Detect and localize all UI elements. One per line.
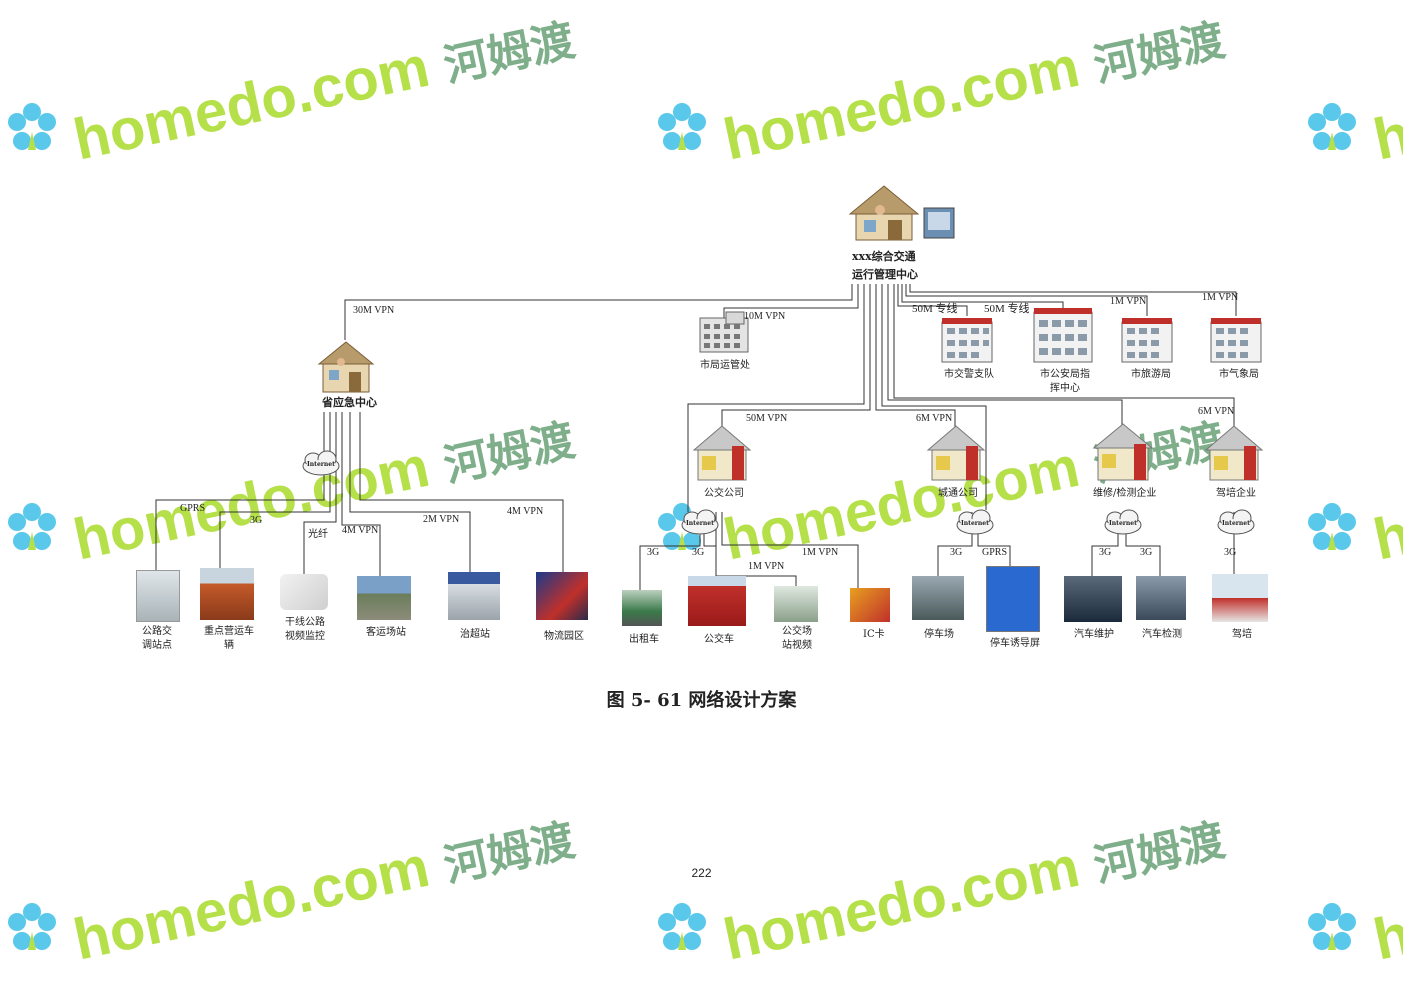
link-label: 1M VPN <box>1110 296 1147 307</box>
company-house-icon <box>692 425 752 481</box>
photo-cctv-camera <box>280 574 328 610</box>
page-number: 222 <box>691 866 712 880</box>
photo-vehicle-inspection <box>1136 576 1186 620</box>
photo-taxi <box>622 590 662 626</box>
internet-cloud-label: Internet <box>1222 520 1250 527</box>
internet-cloud-label: Internet <box>961 520 989 527</box>
link-label: 4M VPN <box>507 506 544 517</box>
photo-logistics-park <box>536 572 588 620</box>
company-house-icon <box>926 425 986 481</box>
link-label: 50M 专线 <box>912 303 958 315</box>
link-label: 50M VPN <box>746 413 788 424</box>
endpoint-label: 汽车检测 <box>1142 629 1182 640</box>
agency-building-icon <box>941 318 993 363</box>
photo-overload-station <box>448 572 500 620</box>
link-label: 6M VPN <box>1198 406 1235 417</box>
company-label: 驾培企业 <box>1216 488 1256 499</box>
link-label: 4M VPN <box>342 525 379 536</box>
province-building-icon <box>317 341 375 393</box>
endpoint-label: 治超站 <box>460 629 490 640</box>
link-label: 10M VPN <box>744 311 786 322</box>
endpoint-label: 出租车 <box>629 634 659 645</box>
photo-vehicle-maintenance <box>1064 576 1122 622</box>
agency-label: 市公安局指挥中心 <box>1040 369 1090 394</box>
photo-bus <box>688 576 746 626</box>
center-label-line2: 运行管理中心 <box>852 268 918 281</box>
endpoint-label: 公交车 <box>704 634 734 645</box>
link-label: 3G <box>1099 547 1112 558</box>
agency-label: 市气象局 <box>1219 369 1259 380</box>
city-ops-label: 市局运管处 <box>700 360 750 371</box>
link-label: 3G <box>250 515 263 526</box>
city-ops-building-icon <box>699 311 749 353</box>
agency-building-icon <box>1033 308 1093 363</box>
figure-caption: 图 5- 61 网络设计方案 <box>606 690 797 711</box>
photo-bus-yard-video <box>774 586 818 622</box>
center-building-icon <box>848 185 955 241</box>
link-label: GPRS <box>180 503 206 514</box>
photo-parking-guidance-screen <box>986 566 1040 632</box>
photo-parking-lot <box>912 576 964 620</box>
link-label: 光纤 <box>308 529 328 540</box>
photo-truck <box>200 568 254 620</box>
link-label: 3G <box>950 547 963 558</box>
link-label: 1M VPN <box>748 561 785 572</box>
endpoint-label: 驾培 <box>1232 629 1252 640</box>
endpoint-label: 停车场 <box>924 629 954 640</box>
endpoint-label: IC卡 <box>863 629 885 640</box>
link-label: GPRS <box>982 547 1008 558</box>
endpoint-label: 干线公路视频监控 <box>285 617 325 642</box>
link-label: 2M VPN <box>423 514 460 525</box>
company-label: 公交公司 <box>704 488 744 499</box>
center-label-line1: xxx综合交通 <box>852 250 916 263</box>
endpoint-label: 客运场站 <box>366 627 406 638</box>
endpoint-label: 公路交调站点 <box>142 626 172 651</box>
link-label: 1M VPN <box>1202 292 1239 303</box>
photo-bus-station <box>357 576 411 620</box>
endpoint-label: 重点营运车辆 <box>204 626 254 651</box>
link-label: 50M 专线 <box>984 303 1030 315</box>
agency-label: 市旅游局 <box>1131 369 1171 380</box>
endpoint-label: 公交场站视频 <box>782 626 812 651</box>
agency-building-icon <box>1210 318 1262 363</box>
internet-cloud-label: Internet <box>686 520 714 527</box>
company-label: 城通公司 <box>938 488 978 499</box>
photo-ic-card <box>850 588 890 622</box>
endpoint-label: 停车诱导屏 <box>990 638 1040 649</box>
internet-cloud-label: Internet <box>1109 520 1137 527</box>
link-label: 30M VPN <box>353 305 395 316</box>
photo-traffic-survey-station <box>136 570 180 622</box>
endpoint-label: 物流园区 <box>544 631 584 642</box>
agency-label: 市交警支队 <box>944 369 994 380</box>
company-label: 维修/检测企业 <box>1093 488 1157 499</box>
link-label: 1M VPN <box>802 547 839 558</box>
link-label: 6M VPN <box>916 413 953 424</box>
link-label: 3G <box>692 547 705 558</box>
company-house-icon <box>1204 425 1264 481</box>
endpoint-label: 汽车维护 <box>1074 629 1114 640</box>
link-label: 3G <box>1140 547 1153 558</box>
link-label: 3G <box>1224 547 1237 558</box>
province-label: 省应急中心 <box>322 396 377 409</box>
company-house-icon <box>1092 423 1154 481</box>
internet-cloud-label: Internet <box>307 461 335 468</box>
agency-building-icon <box>1121 318 1173 363</box>
photo-driver-training <box>1212 574 1268 622</box>
link-label: 3G <box>647 547 660 558</box>
